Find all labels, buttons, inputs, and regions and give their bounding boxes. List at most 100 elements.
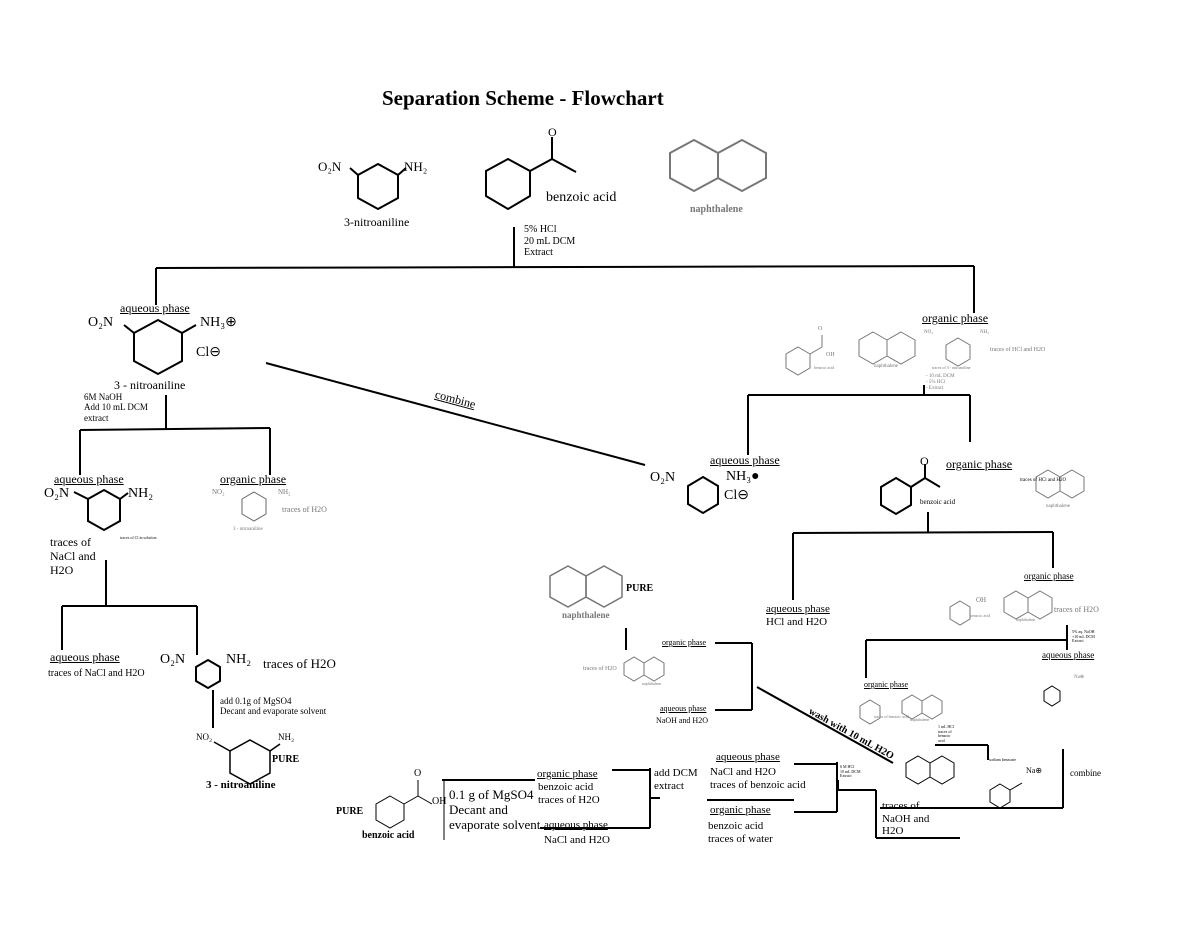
pure-label-2: PURE [626, 583, 654, 594]
org6-content: benzoic acid traces of H2O [538, 781, 600, 806]
aq2-traces: traces of NaCl and H2O [50, 535, 96, 577]
amine-small-label: NH₂ [278, 488, 291, 496]
nitro-small-label-2: NO₂ [924, 330, 933, 335]
pure-naphthalene-structure [549, 565, 623, 608]
naoh-extraction-step: 6M NaOH Add 10 mL DCM extract [84, 392, 148, 423]
na-label: Na⊕ [1026, 766, 1043, 775]
naphthalene-small-label: naphthalene [874, 364, 899, 369]
ammonium-label: NH₃⊕ [200, 315, 237, 330]
org2-name: 3 - nitroaniline [233, 527, 263, 532]
tiny-hcl-step: 6 M HCl 10 mL DCM Extract [840, 764, 861, 779]
amine-group-label-3: NH₂ [128, 486, 154, 501]
aqueous-phase-label-8: aqueous phase [716, 751, 780, 763]
pure-nitroaniline-structure [213, 739, 281, 785]
chloride-label-2: Cl⊖ [724, 488, 749, 503]
organic-phase-label-7: organic phase [710, 804, 771, 816]
organic-phase-label-3: organic phase [946, 457, 1013, 471]
pure-benzoic-label: benzoic acid [362, 830, 415, 841]
pure-label-1: PURE [272, 754, 300, 765]
nitroaniline-aq-structure [73, 488, 129, 532]
pure-ba-o: O [414, 768, 422, 779]
org3-traces: traces of H2O [1054, 605, 1099, 614]
pure-naphthalene-label: naphthalene [562, 610, 610, 620]
amine-group-label-4: NH₂ [226, 652, 252, 667]
aqueous-phase-label-7: aqueous phase [660, 704, 707, 713]
org-phase4-structures [859, 694, 943, 725]
add-dcm-step: add DCM extract [654, 767, 698, 792]
carbonyl-o-label-2: O [920, 454, 929, 468]
acid-note: 1 mL HCl traces of benzoic acid [938, 724, 955, 743]
sodium-benzoate-small: sodium benzoate [989, 757, 1016, 762]
traces-naphthalene-structure [623, 656, 665, 682]
org-phase3-structures [949, 590, 1053, 626]
org2-benzoic: benzoic acid [920, 498, 956, 506]
pure-benzoic-structure [375, 780, 433, 829]
organic-phase-label-8: organic phase [537, 768, 598, 780]
organic-phase-label-1: organic phase [220, 472, 287, 486]
mgso4-step: 0.1 g of MgSO4 Decant and evaporate solv… [449, 787, 541, 832]
org3-benzoic: benzoic acid [970, 613, 991, 618]
aq6-content: NaCl and H2O [544, 834, 610, 846]
nitroaniline-org-structure [241, 491, 267, 522]
aqueous-phase-label-5: aqueous phase [766, 603, 830, 615]
aq3-traces: traces of NaCl and H2O [48, 668, 145, 679]
org-phase2-naphthalene [1035, 469, 1085, 499]
connector-lines [61, 227, 1068, 839]
org-phase-structures [785, 331, 971, 376]
nitroaniline-label: 3-nitroaniline [344, 215, 410, 229]
traces-h2o-small: traces of H2O [583, 666, 617, 672]
organic-phase-label-4: organic phase [1024, 571, 1074, 581]
nitro-group-label-3: O₂N [44, 486, 70, 501]
nitro-traces-small: traces of 3 - nitroaniline [932, 365, 971, 370]
pure-nitro-no2: NO₂ [196, 732, 213, 742]
dcm-hcl-step: - 10 mL DCM - 5% HCl - Extract [926, 374, 955, 391]
organic-phase-label-6: organic phase [662, 638, 707, 647]
aqueous-phase-label-2: aqueous phase [54, 472, 124, 486]
anilinium-name-label: 3 - nitroaniline [114, 378, 186, 392]
hcl-extraction-step: 5% HCl 20 mL DCM Extract [524, 224, 576, 258]
traces-h2o-label: traces of H2O [263, 656, 336, 671]
traces-naoh-label: traces of NaOH and H2O [882, 800, 930, 838]
ammonium-label-2: NH₃● [726, 469, 760, 484]
org5-content: benzoic acid traces of water [708, 820, 773, 845]
anilinium-right-structure [687, 475, 719, 515]
pure-nitro-nh2: NH₂ [278, 732, 295, 742]
pure-nitroaniline-label: 3 - nitroaniline [206, 779, 276, 791]
naph-lower-structure [905, 755, 955, 785]
sodium-benzoate-structure [989, 685, 1061, 809]
pure-label-3: PURE [336, 806, 364, 817]
nitro-group-label-5: O₂N [650, 470, 676, 485]
org2-traces: traces of H2O [282, 505, 327, 514]
combine-label-2: combine [1070, 768, 1101, 778]
organic-phase-label-2: organic phase [922, 311, 989, 325]
nitro-group-label-2: O₂N [88, 315, 114, 330]
naoh-step-small: 5% aq. NaOH +10 mL DCM Extract [1072, 629, 1095, 644]
naphthalene-structure [669, 138, 767, 193]
pure-ba-oh: OH [432, 796, 447, 807]
aq3-content: HCl and H2O [766, 616, 828, 628]
na-small-label: Na⊕ [1074, 675, 1085, 680]
small-oh-label: OH [826, 352, 835, 358]
aqueous-phase-label-9: aqueous phase [544, 819, 608, 831]
nitro-group-label: O₂N [318, 159, 342, 174]
mgso4-drying-step: add 0.1g of MgSO4 Decant and evaporate s… [220, 696, 327, 717]
aqueous-phase-label-3: aqueous phase [50, 650, 120, 664]
amine-group-label: NH₂ [404, 159, 428, 174]
aqueous-phase-label-6: aqueous phase [1042, 650, 1095, 660]
aqueous-phase-label-1: aqueous phase [120, 301, 190, 315]
amine-small-label-2: NH₂ [980, 330, 989, 335]
nitroaniline-lower-structure [195, 658, 221, 690]
aqueous-phase-label-4: aqueous phase [710, 453, 780, 467]
benzoic-acid-label: benzoic acid [546, 190, 617, 205]
naoh-h2o-label: NaOH and H2O [656, 716, 708, 725]
org3-oh: OH [976, 596, 987, 604]
org2-naph: naphthalene [1046, 504, 1071, 509]
naphthalene-label: naphthalene [690, 204, 743, 215]
nitro-group-label-4: O₂N [160, 652, 186, 667]
org-phase2-structures [880, 464, 941, 516]
anilinium-structure [123, 318, 197, 376]
carbonyl-o-label: O [548, 125, 557, 139]
nitro-small-label: NO₂ [212, 488, 225, 496]
aq5-content: NaCl and H2O traces of benzoic acid [710, 766, 806, 791]
